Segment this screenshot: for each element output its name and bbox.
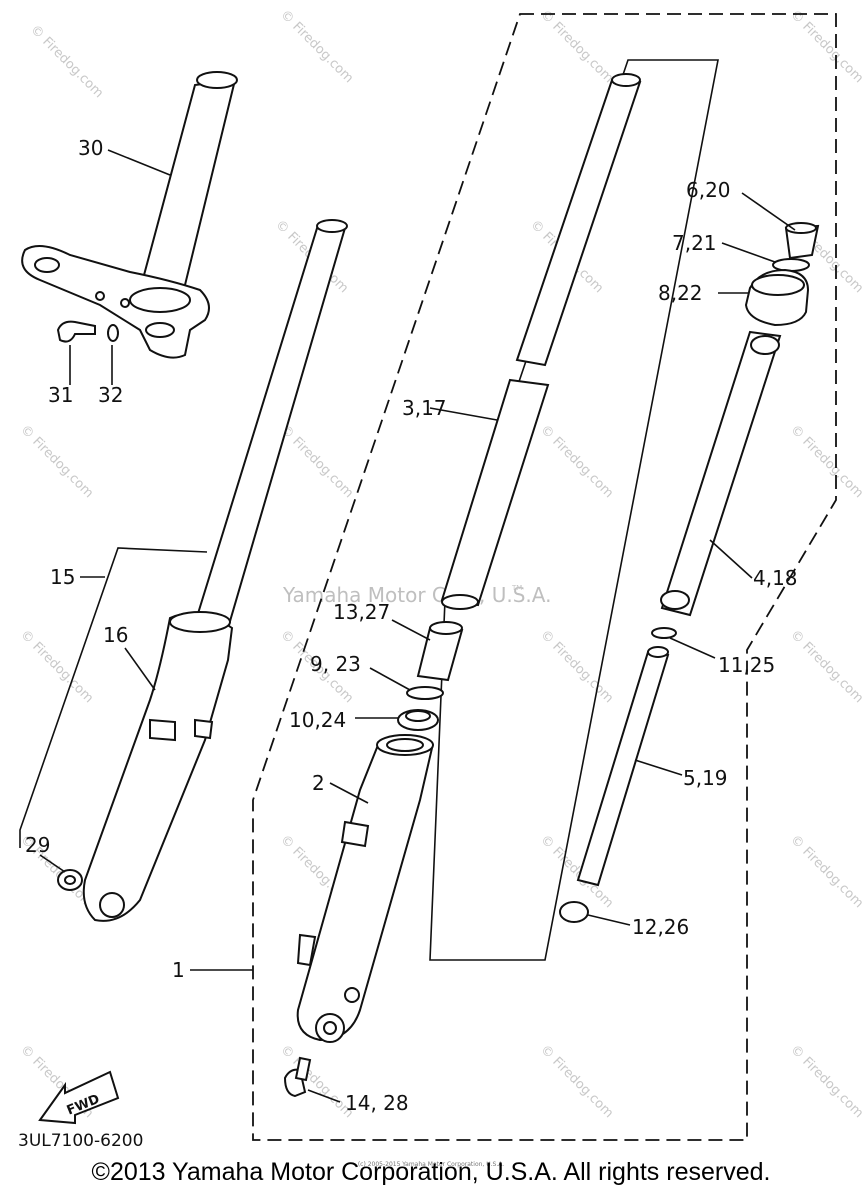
watermark: © Firedog.com <box>277 7 356 86</box>
watermark: © Firedog.com <box>537 1042 616 1121</box>
leader-lines <box>39 149 796 1103</box>
watermarks: © Firedog.com © Firedog.com © Firedog.co… <box>17 7 862 1121</box>
left-fork <box>57 219 348 922</box>
damper-parts <box>559 222 820 923</box>
lower-fork <box>283 734 434 1098</box>
tiny-copyright: (c) 2005-2015 Yamaha Motor Corporation, … <box>357 1161 505 1168</box>
label-31: 31 <box>48 383 73 407</box>
bracket-15 <box>19 547 208 848</box>
fwd-arrow-icon: FWD <box>38 1070 120 1125</box>
watermark: © Firedog.com <box>17 627 96 706</box>
label-32: 32 <box>98 383 123 407</box>
label-14-28: 14, 28 <box>345 1091 409 1115</box>
label-29: 29 <box>25 833 50 857</box>
label-30: 30 <box>78 136 103 160</box>
watermark-center: Yamaha Motor Corp, U.S.A. <box>282 583 551 607</box>
watermark: © Firedog.com <box>787 1042 862 1121</box>
small-parts <box>397 621 464 731</box>
label-12-26: 12,26 <box>632 915 689 939</box>
steering-stem <box>21 71 238 359</box>
copyright-footer: ©2013 Yamaha Motor Corporation, U.S.A. A… <box>91 1158 771 1186</box>
label-13-27: 13,27 <box>333 600 390 624</box>
watermark: © Firedog.com <box>277 422 356 501</box>
assembly-outline <box>252 13 837 1141</box>
label-9-23: 9, 23 <box>310 652 361 676</box>
watermark: © Firedog.com <box>787 422 862 501</box>
watermark: © Firedog.com <box>787 832 862 911</box>
watermark-tm: TM <box>511 584 522 592</box>
diagram-code: 3UL7100-6200 <box>18 1131 143 1151</box>
watermark: © Firedog.com <box>537 627 616 706</box>
watermark: © Firedog.com <box>27 22 106 101</box>
label-7-21: 7,21 <box>672 231 717 255</box>
label-8-22: 8,22 <box>658 281 703 305</box>
inner-tube <box>440 73 642 610</box>
label-16: 16 <box>103 623 128 647</box>
watermark: © Firedog.com <box>537 422 616 501</box>
label-5-19: 5,19 <box>683 766 728 790</box>
watermark: © Firedog.com <box>787 627 862 706</box>
label-10-24: 10,24 <box>289 708 346 732</box>
watermark: © Firedog.com <box>17 422 96 501</box>
label-11-25: 11,25 <box>718 653 775 677</box>
label-1: 1 <box>172 958 185 982</box>
label-2: 2 <box>312 771 325 795</box>
watermark: © Firedog.com <box>537 7 616 86</box>
label-3-17: 3,17 <box>402 396 447 420</box>
label-6-20: 6,20 <box>686 178 731 202</box>
label-4-18: 4,18 <box>753 566 798 590</box>
label-15: 15 <box>50 565 75 589</box>
watermark: © Firedog.com <box>787 7 862 86</box>
callout-labels: 30 31 32 15 16 29 1 2 3,17 13,27 9, 23 1… <box>25 136 798 1115</box>
